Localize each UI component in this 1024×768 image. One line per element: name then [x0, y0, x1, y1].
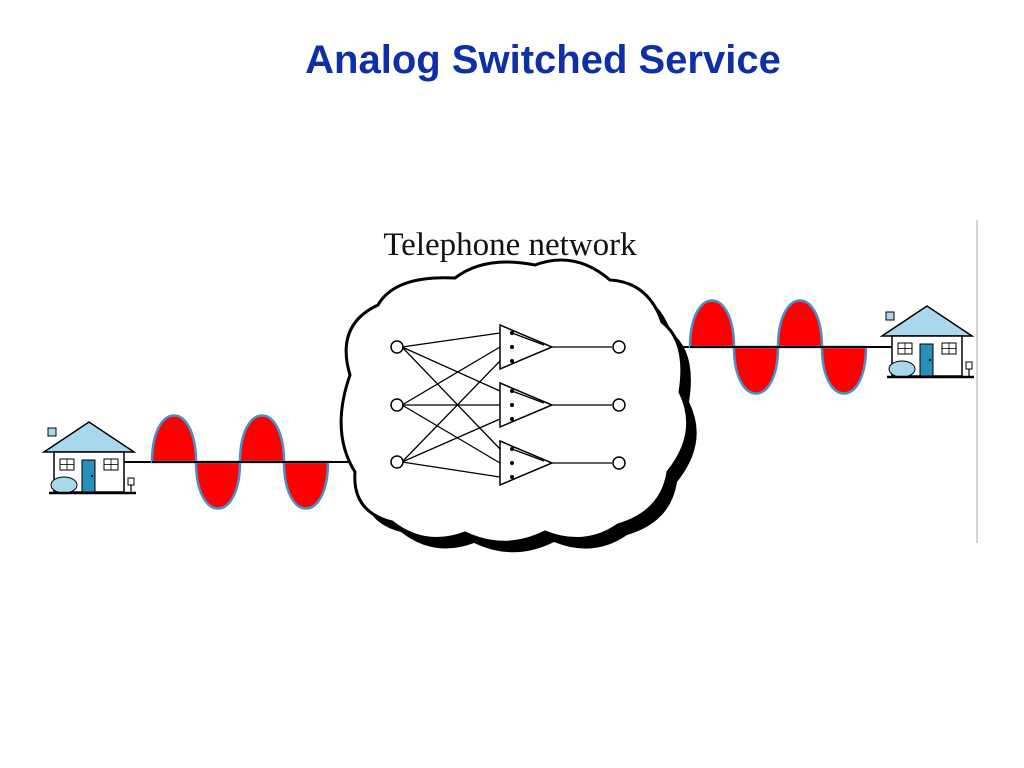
slide-title: Analog Switched Service — [305, 38, 781, 82]
house-icon — [880, 304, 976, 379]
network-terminals — [390, 340, 626, 470]
analog-signal-right — [688, 299, 868, 395]
network-label: Telephone network — [383, 227, 637, 263]
analog-signal-left — [150, 414, 330, 510]
switching-fabric — [401, 332, 501, 478]
house-icon — [42, 420, 138, 495]
